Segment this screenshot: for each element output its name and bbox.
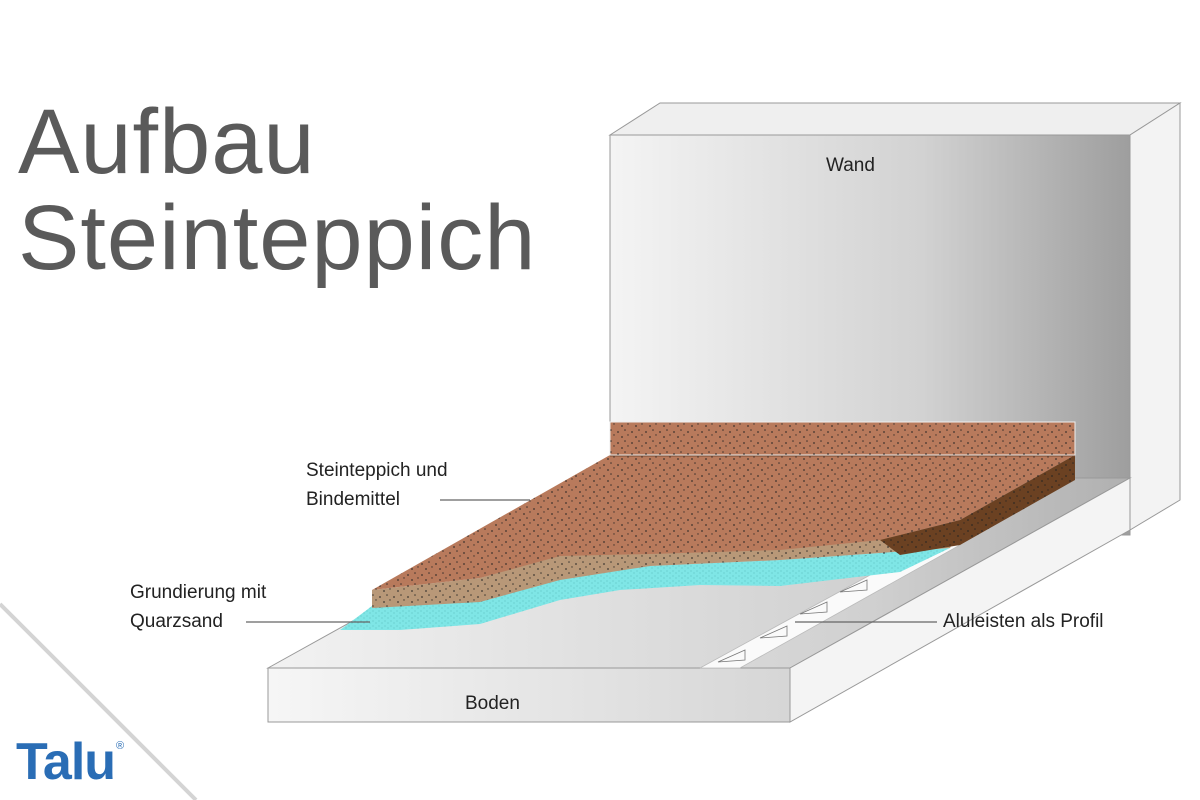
wall-top bbox=[608, 102, 1182, 136]
label-primer-line1: Grundierung mit bbox=[130, 582, 267, 603]
corner-fold-shadow bbox=[0, 600, 200, 800]
label-profile: Aluleisten als Profil bbox=[943, 611, 1104, 632]
label-stone-carpet-line2: Bindemittel bbox=[306, 489, 400, 510]
floor-front bbox=[267, 667, 791, 723]
talu-logo: Talu bbox=[16, 733, 116, 791]
corner-fold-line bbox=[0, 602, 198, 800]
label-stone-carpet: Steinteppich und Bindemittel bbox=[306, 456, 448, 514]
wall-side bbox=[1129, 102, 1181, 531]
label-primer-line2: Quarzsand bbox=[130, 611, 223, 632]
title-line-1: Aufbau bbox=[18, 91, 316, 193]
title-line-2: Steinteppich bbox=[18, 187, 537, 289]
label-wall: Wand bbox=[826, 155, 875, 176]
registered-mark: ® bbox=[116, 740, 125, 752]
label-stone-carpet-line1: Steinteppich und bbox=[306, 460, 448, 481]
label-primer: Grundierung mit Quarzsand bbox=[130, 578, 266, 636]
leader-lines bbox=[246, 499, 937, 623]
label-floor: Boden bbox=[465, 693, 520, 714]
